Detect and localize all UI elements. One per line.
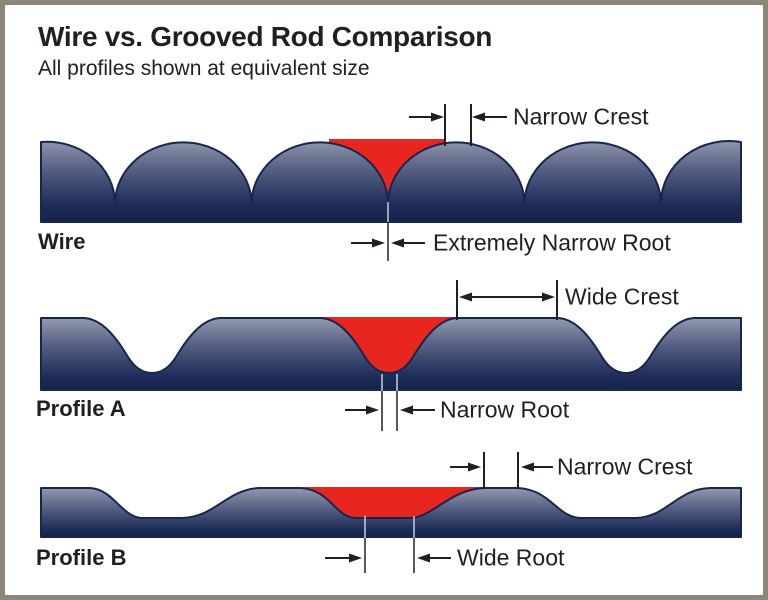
profile-a-root-markers-light [381,374,398,391]
profile-b-crest-arrowhead-left [521,462,534,472]
profile-a-root-arrowhead-right [366,405,379,415]
profile-b-root-annotation: Wide Root [457,544,565,571]
profile-b-crest-annotation: Narrow Crest [557,453,693,480]
profile-a-crest-annotation: Wide Crest [565,283,679,310]
wire-profile-shape [40,140,742,223]
profile-a-label: Profile A [36,396,126,421]
wire-label: Wire [38,229,86,254]
wire-narrow-crest-dimension [409,104,507,146]
profile-b-root-arrowhead-left [417,553,430,563]
profile-a-root-markers [381,391,398,431]
profile-b-root-markers [364,538,415,573]
profile-b-label: Profile B [36,545,127,570]
profile-a-wide-crest-dimension [456,280,558,320]
profile-b-root-arrowhead-right [349,553,362,563]
profile-b-root-markers-light [364,516,415,538]
profile-a-crest-arrowhead-right [542,292,555,302]
wire-root-annotation: Extremely Narrow Root [433,229,671,256]
page-subtitle: All profiles shown at equivalent size [38,57,370,80]
profiles-illustration [40,104,742,573]
wire-root-arrowhead-left [391,238,404,248]
wire-crest-annotation: Narrow Crest [513,103,649,130]
profile-b-shape [40,487,742,538]
profile-b-crest-arrowhead-right [468,462,481,472]
wire-crest-arrowhead-right [431,112,444,122]
profile-a-shape [40,317,742,391]
page-title: Wire vs. Grooved Rod Comparison [38,21,493,52]
wire-root-arrowhead-right [372,238,385,248]
profile-a-root-annotation: Narrow Root [440,396,570,423]
profile-a-root-arrowhead-left [400,405,413,415]
profile-a-crest-arrowhead-left [459,292,472,302]
profile-b-narrow-crest-dimension [450,452,553,489]
wire-crest-arrowhead-left [472,112,485,122]
